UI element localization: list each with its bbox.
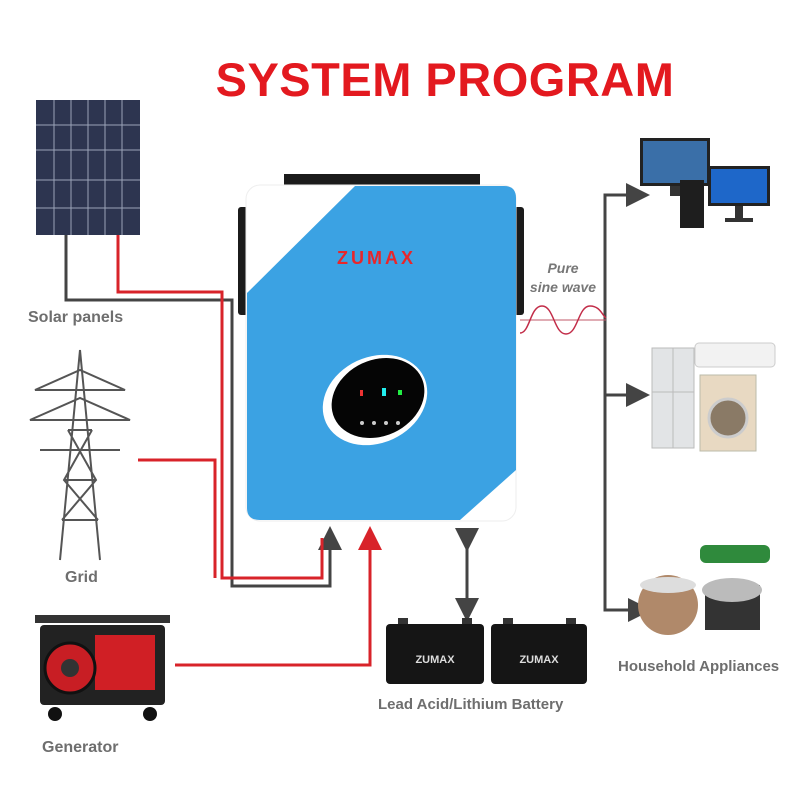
output-bus — [603, 193, 652, 622]
battery-icon: ZUMAX ZUMAX — [386, 618, 587, 684]
wires — [64, 183, 652, 667]
inverter-brand: ZUMAX — [337, 248, 416, 268]
generator-icon — [35, 615, 170, 721]
battery-brand-2: ZUMAX — [519, 654, 559, 666]
kitchen-appliances-icon — [638, 545, 770, 635]
appliances-label: Household Appliances — [618, 658, 780, 675]
battery-label: Lead Acid/Lithium Battery — [378, 696, 564, 713]
solar-red-wire — [116, 235, 324, 580]
home-appliances-icon — [651, 342, 776, 452]
inverter-icon — [238, 174, 524, 522]
grid-label: Grid — [65, 569, 98, 586]
sine-wave-label: Pure sine wave — [520, 259, 606, 297]
solar-black-wire — [64, 235, 342, 588]
grid-pylon-icon — [29, 349, 131, 561]
sine-label-line2: sine wave — [529, 279, 597, 295]
solar-panels-label: Solar panels — [28, 309, 124, 326]
generator-red-wire — [175, 526, 382, 667]
generator-label: Generator — [42, 739, 119, 756]
sine-wave-icon — [519, 305, 607, 335]
page-title: SYSTEM PROGRAM — [215, 53, 675, 106]
computer-icon — [640, 138, 770, 228]
battery-brand-1: ZUMAX — [415, 654, 455, 666]
grid-red-wire — [138, 458, 217, 578]
sine-label-line1: Pure — [547, 260, 579, 276]
solar-panel-icon — [36, 100, 140, 235]
